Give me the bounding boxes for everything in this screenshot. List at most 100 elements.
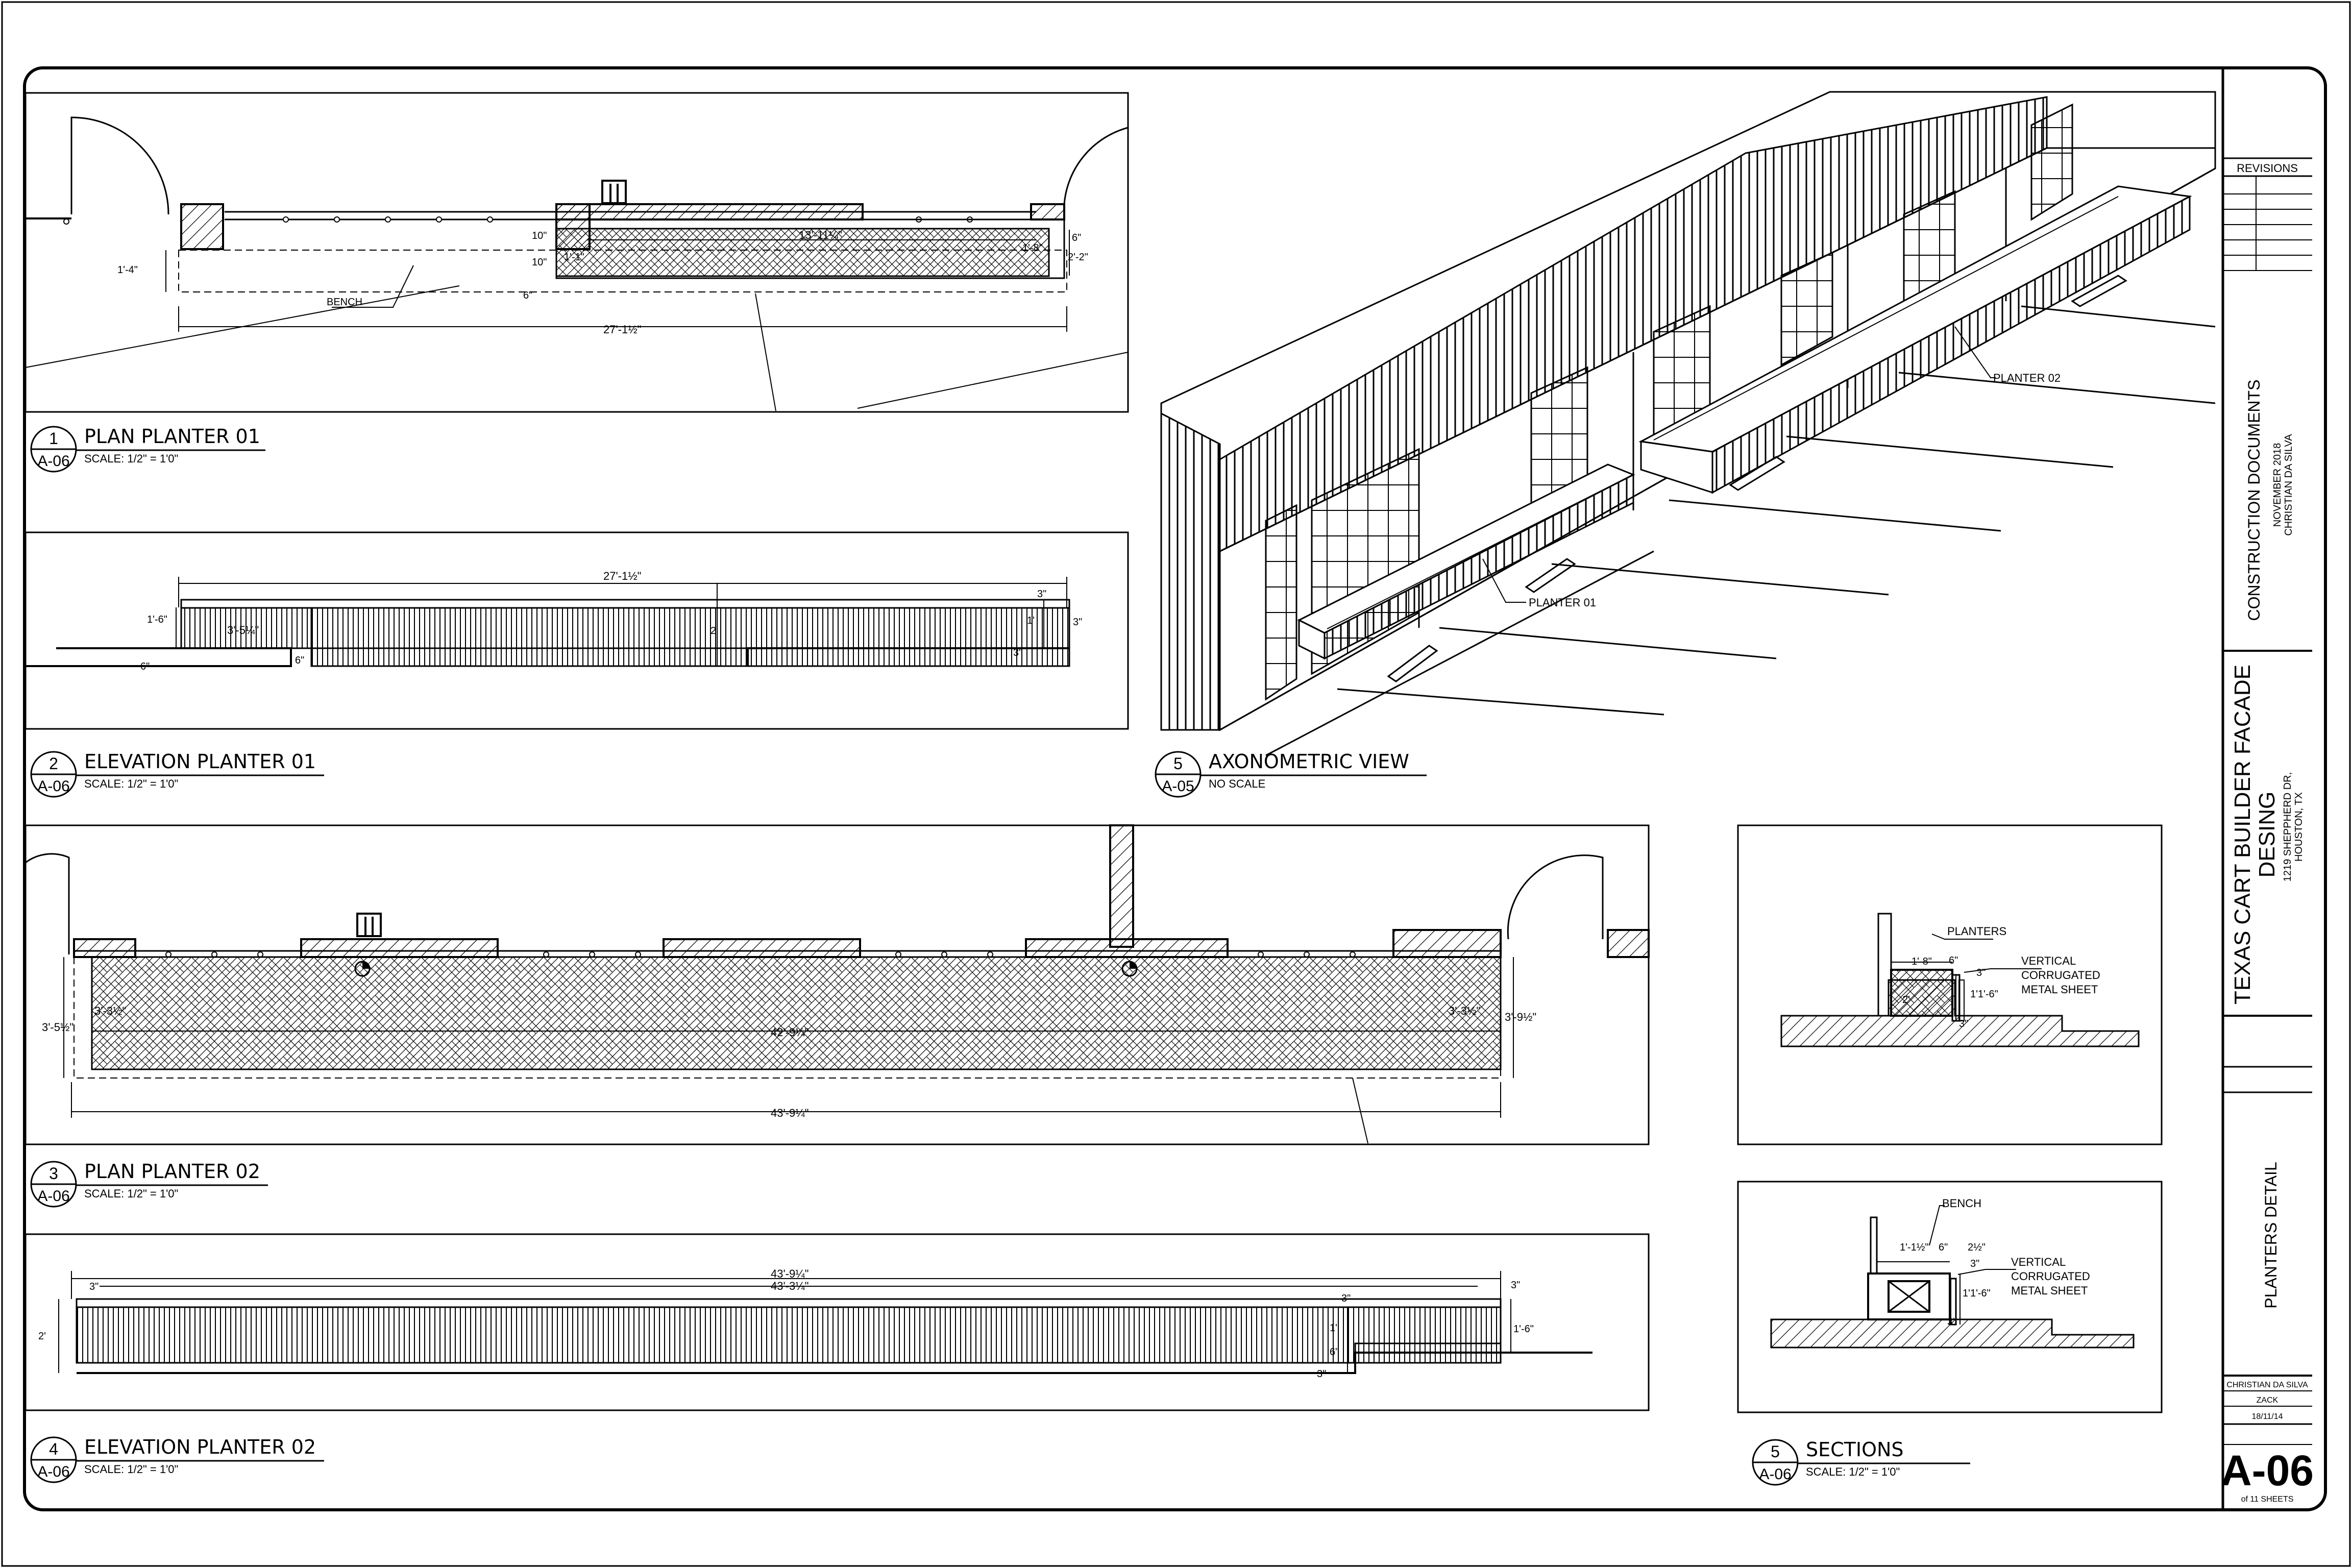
elev02-dim-0: 3" [89,1281,99,1292]
elev01-dim-4: 1' [1027,615,1035,626]
axonometric-view: PLANTER 01 PLANTER 02 [1160,91,2216,756]
elev01-dim-1: 1'-6" [147,614,167,625]
sections-scale: SCALE: 1/2" = 1'0" [1806,1465,1900,1478]
plan02-dim-2: 42'-9¼" [771,1026,808,1039]
sheet-title: PLANTERS DETAIL [2262,1162,2280,1308]
project-address1: 1219 SHEPPHERD DR, [2282,772,2293,882]
plan02-dim-3: 3'-3½" [1449,1004,1480,1017]
section-bottom-label-c: CORRUGATED [2011,1270,2090,1283]
plan02-dim-1: 3'-3½" [94,1004,126,1017]
plan01-dim-6: 6" [1072,232,1081,243]
plan02-title: PLAN PLANTER 02 [84,1160,260,1183]
plan02-sheet: A-06 [37,1188,69,1205]
plan01-bench-callout: BENCH [327,297,362,308]
title-block: REVISIONS CONSTRUCTION DOCUMENTS NOVEMBE… [2221,69,2314,1509]
elev01-dim-9: 6" [295,655,304,666]
section-bottom-label-d: METAL SHEET [2011,1284,2088,1297]
section-bottom-dim-2: 2½" [1968,1242,1986,1253]
plan-planter-01-title: 1 A-06 PLAN PLANTER 01 SCALE: 1/2" = 1'0… [30,425,265,473]
elevation-planter-01-view: 27'-1½" 1'-6" 3'-5¼" 2' 1' 3" 3" 3" 6" 6… [24,531,1129,730]
plan01-dim-4: 13'-11¼" [799,229,842,241]
sheet-frame [23,66,2327,1511]
plan-planter-02-title: 3 A-06 PLAN PLANTER 02 SCALE: 1/2" = 1'0… [30,1160,268,1208]
elev02-dim-6: 1' [1330,1322,1337,1334]
axono-label-planter-02: PLANTER 02 [1993,372,2061,384]
elev02-title: ELEVATION PLANTER 02 [84,1436,316,1458]
section-bottom-label-a: BENCH [1942,1197,1981,1210]
plan02-dim-5: 43'-9¼" [771,1107,808,1119]
elev02-dim-1: 43'-9¼" [771,1267,808,1280]
elev02-dim-2: 43'-3¼" [771,1280,808,1292]
plan02-dim-4: 3'-9½" [1505,1011,1536,1023]
section-top-dim-3: 3" [1976,967,1986,978]
plan01-number: 1 [49,429,58,448]
section-bottom-dim-1: 6" [1939,1242,1948,1253]
axono-scale: NO SCALE [1209,777,1265,790]
axono-title: AXONOMETRIC VIEW [1209,750,1409,773]
elev02-dim-4: 3" [1341,1293,1351,1304]
plan01-dim-7: 2'-2" [1068,252,1088,263]
section-top-label-d: METAL SHEET [2021,983,2098,996]
axono-label-planter-01: PLANTER 01 [1529,596,1596,609]
elev01-sheet: A-06 [37,778,69,795]
axono-number: 5 [1173,754,1183,773]
section-bottom-label-b: VERTICAL [2011,1256,2066,1268]
section-top-label-c: CORRUGATED [2021,969,2100,982]
section-top-dim-5: 3" [1959,1018,1968,1030]
elev01-dim-3: 2' [710,625,718,636]
section-top-label-a: PLANTERS [1947,925,2006,938]
section-top-dim-2: 2' [1902,994,1910,1006]
sections-number: 5 [1771,1442,1780,1461]
elev01-dim-6: 3" [1073,617,1082,628]
section-top-dim-0: 1'-8" [1912,956,1932,967]
elev02-dim-5: 2' [38,1331,46,1342]
issue-date: 18/11/14 [2251,1412,2283,1421]
plan01-scale: SCALE: 1/2" = 1'0" [84,452,178,465]
plan01-dim-5: 1'-8" [1022,242,1043,254]
elev02-scale: SCALE: 1/2" = 1'0" [84,1463,178,1476]
project-address2: HOUSTON, TX [2293,792,2305,862]
axono-sheet: A-05 [1162,778,1194,795]
plan02-number: 3 [49,1164,58,1183]
plan01-dim-0: 1'-4" [117,264,138,276]
section-top-label-b: VERTICAL [2021,954,2076,967]
elev01-dim-0: 27'-1½" [603,570,641,582]
plan-planter-02-view: 3'-5½" 3'-3½" 42'-9¼" 3'-3½" 3'-9½" 43'-… [24,824,1650,1145]
plan01-dim-8: 6" [523,290,532,301]
elev01-dim-8: 6" [140,661,150,672]
sections-sheet: A-06 [1759,1466,1791,1483]
axonometric-title: 5 A-05 AXONOMETRIC VIEW NO SCALE [1155,750,1427,798]
section-top-dim-4: 1'1'-6" [1970,989,1998,1000]
plan02-dim-0: 3'-5½" [42,1021,74,1034]
sections-title: 5 A-06 SECTIONS SCALE: 1/2" = 1'0" [1752,1438,1970,1486]
sheet-count: of 11 SHEETS [2241,1495,2294,1504]
revisions-label: REVISIONS [2237,162,2298,175]
plan01-dim-3: 1'-1" [564,252,584,263]
plan01-dim-9: 27'-1½" [603,323,641,336]
elev01-title: ELEVATION PLANTER 01 [84,750,316,773]
plan-planter-01-view: 1'-4" 10" 10" 1'-1" 13'-11¼" 1'-8" 6" 2'… [24,92,1129,413]
project-title-line2: DESING [2255,792,2280,878]
plan02-scale: SCALE: 1/2" = 1'0" [84,1187,178,1200]
elev01-dim-2: 3'-5¼" [227,624,259,636]
section-bottom-dim-0: 1'-1½" [1900,1242,1929,1253]
elev01-dim-5: 3" [1037,589,1046,600]
phase-label: CONSTRUCTION DOCUMENTS [2245,380,2263,621]
drawn-by: CHRISTIAN DA SILVA [2226,1381,2308,1389]
project-title-line1: TEXAS CART BUILDER FACADE [2230,665,2255,1004]
plan01-title: PLAN PLANTER 01 [84,425,260,448]
elev02-number: 4 [49,1440,58,1458]
section-bottom-dim-5: 3" [1947,1316,1956,1328]
elev02-dim-8: 1'-6" [1513,1324,1534,1335]
sections-title-text: SECTIONS [1806,1438,1904,1461]
phase-author: CHRISTIAN DA SILVA [2283,434,2294,536]
section-bottom-dim-3: 3" [1970,1258,1979,1269]
elev01-dim-7: 3" [1013,647,1022,658]
elev01-number: 2 [49,754,58,773]
sheet-number: A-06 [2221,1447,2314,1494]
elev02-dim-3: 3" [1511,1280,1520,1291]
elevation-planter-02-view: 3" 43'-9¼" 43'-3¼" 3" 3" 2' 1' 6" 1'-6" … [24,1233,1650,1411]
elev01-scale: SCALE: 1/2" = 1'0" [84,777,178,790]
elevation-planter-01-title: 2 A-06 ELEVATION PLANTER 01 SCALE: 1/2" … [30,750,324,798]
